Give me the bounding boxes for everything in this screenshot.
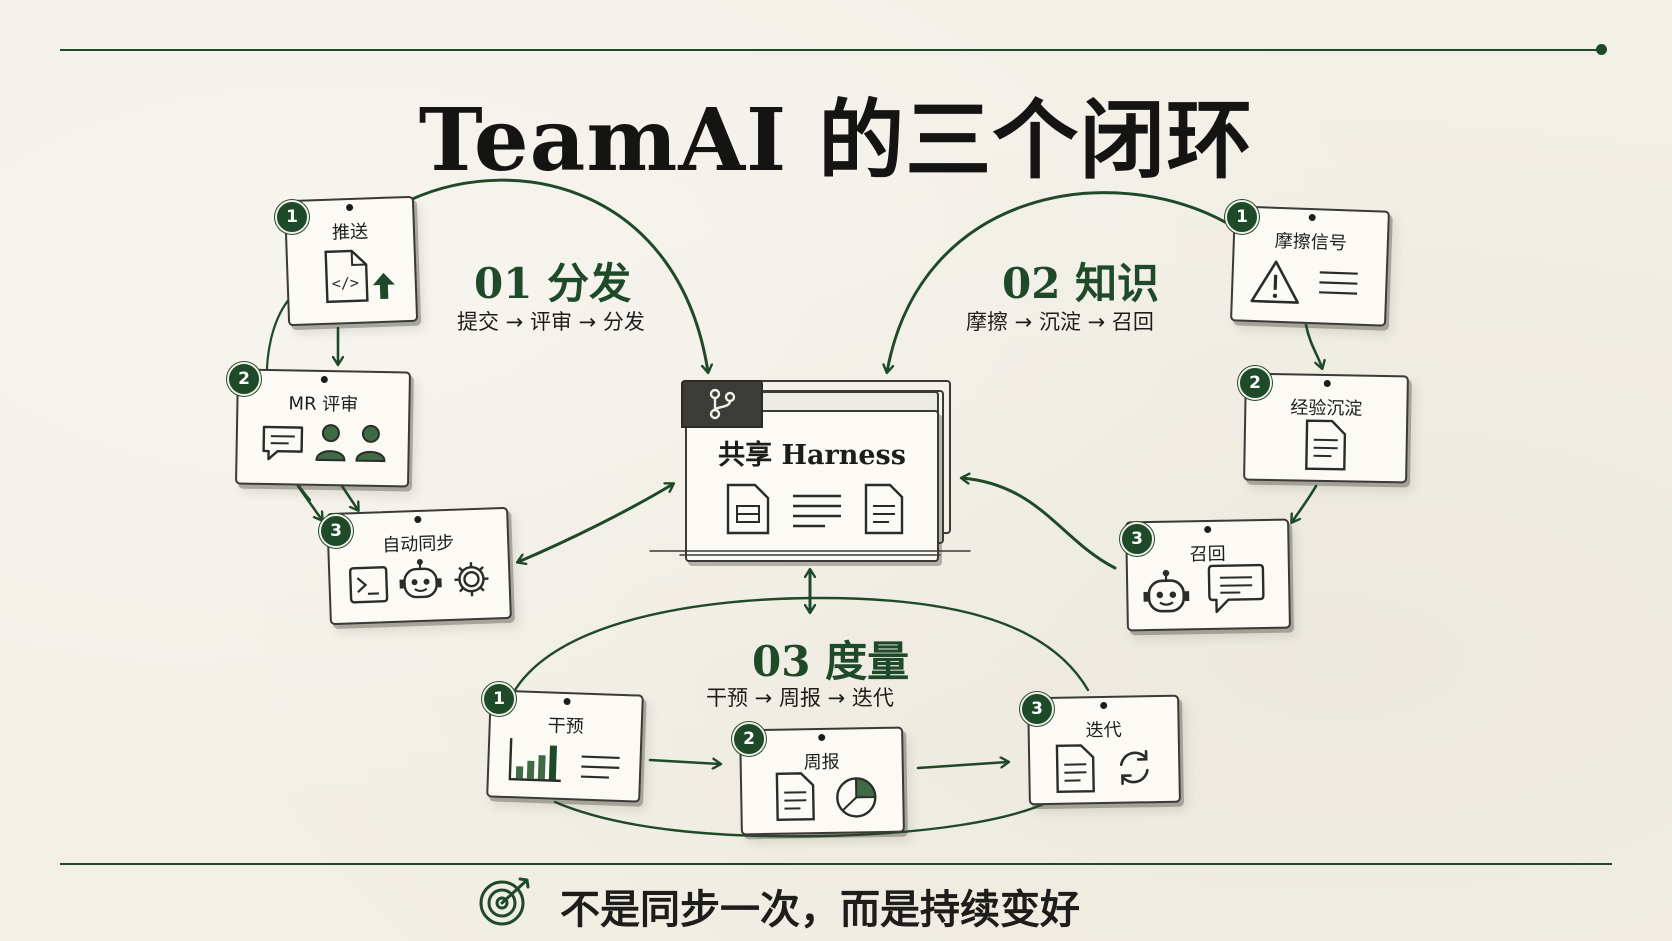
pin: [1308, 213, 1316, 222]
hub-label: 共享 Harness: [718, 440, 906, 471]
robot-icon: [398, 557, 444, 605]
text-lines-icon: [1317, 268, 1360, 299]
loop1-step1-card: 推送 </>: [283, 195, 419, 327]
pie-chart-icon: [834, 775, 879, 820]
hub-shadow: [649, 550, 971, 556]
loop1-step2-label: MR 评审: [288, 393, 359, 416]
loop1-flow: 提交 → 评审 → 分发: [457, 310, 645, 334]
hub-tab: [681, 380, 763, 428]
code-file-icon: </>: [322, 247, 372, 305]
loop2-step2-card: 经验沉淀: [1243, 372, 1409, 484]
loop1-step3-badge: 3: [319, 514, 353, 548]
pin: [414, 515, 422, 524]
pin: [818, 733, 826, 742]
pin: [1323, 379, 1331, 388]
loop3-step2-label: 周报: [803, 751, 840, 774]
text-lines-icon: [579, 753, 622, 782]
gear-icon: [452, 560, 491, 599]
warning-icon: [1249, 258, 1303, 306]
pin: [1100, 701, 1108, 710]
user-icon: [353, 423, 388, 464]
top-rule: [60, 49, 1600, 51]
user-icon: [313, 422, 348, 463]
pin: [346, 203, 354, 212]
loop3-step3-card: 迭代: [1027, 694, 1181, 806]
loop2-title: 02 知识: [1002, 259, 1160, 308]
comment-icon: [259, 423, 306, 464]
loop1-title: 01 分发: [474, 259, 632, 308]
pin: [320, 375, 328, 384]
terminal-icon: [348, 565, 389, 604]
loop3-step2-badge: 2: [732, 722, 766, 756]
document-icon: [1303, 418, 1348, 473]
text-lines-icon: [791, 492, 843, 532]
loop3-step3-label: 迭代: [1085, 719, 1122, 742]
bottom-rule: [60, 863, 1612, 865]
loop3-step1-card: 干预: [486, 689, 644, 803]
loop3-step1-badge: 1: [482, 682, 516, 716]
chat-bubble-icon: [1206, 561, 1267, 616]
loop1-step2-badge: 2: [227, 362, 261, 396]
git-branch-icon: [707, 388, 737, 420]
layout-doc-icon: [725, 482, 771, 536]
loop2-flow: 摩擦 → 沉淀 → 召回: [966, 310, 1154, 334]
svg-text:</>: </>: [331, 274, 359, 293]
document-icon: [774, 770, 817, 823]
bar-chart-icon: [507, 736, 565, 784]
loop3-flow: 干预 → 周报 → 迭代: [706, 686, 894, 710]
page-title: TeamAI 的三个闭环: [418, 90, 1254, 191]
pin: [563, 697, 571, 706]
loop2-step3-card: 召回: [1125, 518, 1291, 632]
tagline: 不是同步一次，而是持续变好: [560, 886, 1080, 933]
robot-icon: [1142, 568, 1191, 619]
pin: [1204, 525, 1212, 534]
loop3-step2-card: 周报: [739, 726, 905, 836]
document-icon: [1054, 742, 1097, 795]
loop2-step1-badge: 1: [1225, 200, 1259, 234]
loop1-step3-card: 自动同步: [326, 506, 512, 626]
loop2-step1-card: 摩擦信号: [1230, 205, 1390, 327]
loop1-step2-card: MR 评审: [235, 368, 411, 488]
loop2-step3-badge: 3: [1120, 522, 1154, 556]
loop1-step3-label: 自动同步: [381, 532, 455, 557]
upload-arrow-icon: [370, 270, 397, 301]
target-icon: [478, 873, 534, 933]
document-icon: [863, 482, 905, 536]
shared-harness-hub: [685, 410, 939, 562]
loop2-step2-badge: 2: [1238, 366, 1272, 400]
loop2-step1-label: 摩擦信号: [1274, 230, 1348, 255]
loop3-title: 03 度量: [752, 637, 910, 686]
refresh-icon: [1114, 747, 1155, 788]
top-rule-dot: [1596, 44, 1607, 55]
loop3-step3-badge: 3: [1020, 692, 1054, 726]
loop1-step1-badge: 1: [275, 200, 309, 234]
